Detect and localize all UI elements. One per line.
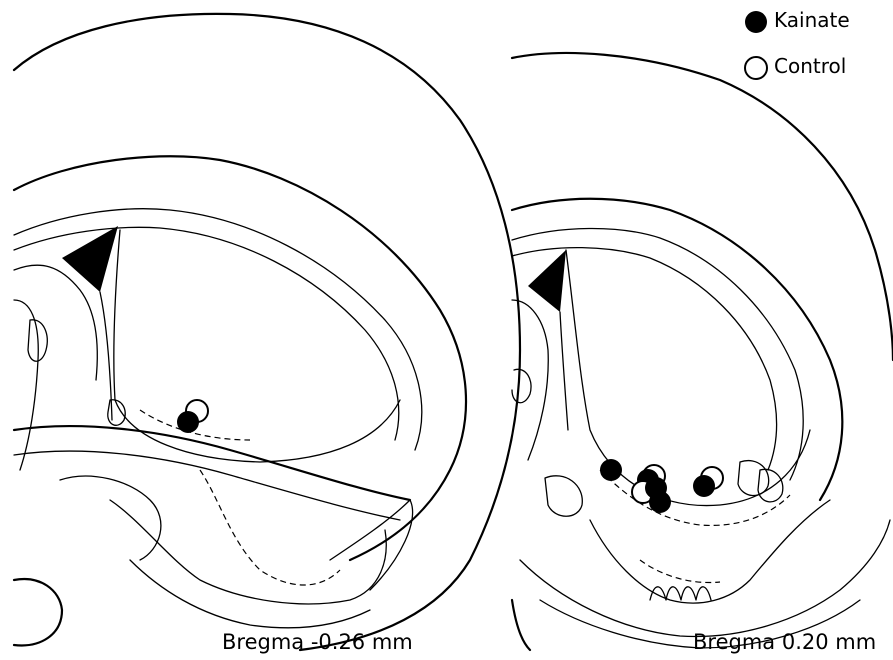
left-cortex-outline [14,14,520,650]
right-wavy-structure [650,587,711,600]
right-ventral-a [590,500,830,603]
right-markers [600,459,723,513]
right-brain-section [512,53,893,650]
right-small-loop-c [738,461,769,496]
left-brain-section [14,14,520,650]
legend-kainate-symbol [745,11,767,33]
left-midline-a [14,265,97,380]
legend-kainate-label: Kainate [774,8,850,32]
kainate-marker [649,491,671,513]
left-section-caption: Bregma -0.26 mm [222,630,413,654]
left-olfactory-bulb [14,579,62,645]
kainate-marker [693,475,715,497]
left-fiber-a [14,451,400,520]
kainate-marker [177,411,199,433]
right-ventricle-line [560,312,568,430]
right-small-loop-b [545,476,582,516]
right-ventral-edge [512,600,530,650]
right-small-loop-a [512,369,531,402]
left-lateral-ventricle [62,226,118,292]
left-ventral-dashed [200,470,340,585]
kainate-marker [600,459,622,481]
right-cortex-inner [512,199,842,500]
left-midline-b [14,300,38,470]
right-cortex-outline [512,53,893,360]
left-anterior-commissure [14,426,410,500]
right-small-loop-d [758,469,783,502]
right-section-caption: Bregma 0.20 mm [693,630,876,654]
legend [745,11,767,79]
left-markers [177,400,208,433]
left-corpus-callosum [14,209,422,450]
legend-control-symbol [745,57,767,79]
left-striatum [114,230,400,462]
right-lateral-ventricle [528,250,566,312]
left-ventral-b [130,560,370,628]
right-dashed-b [640,560,720,583]
left-ventral-a [110,500,386,604]
legend-control-label: Control [774,54,846,78]
left-cortex-inner [14,156,466,560]
left-fiber-b [60,476,161,560]
